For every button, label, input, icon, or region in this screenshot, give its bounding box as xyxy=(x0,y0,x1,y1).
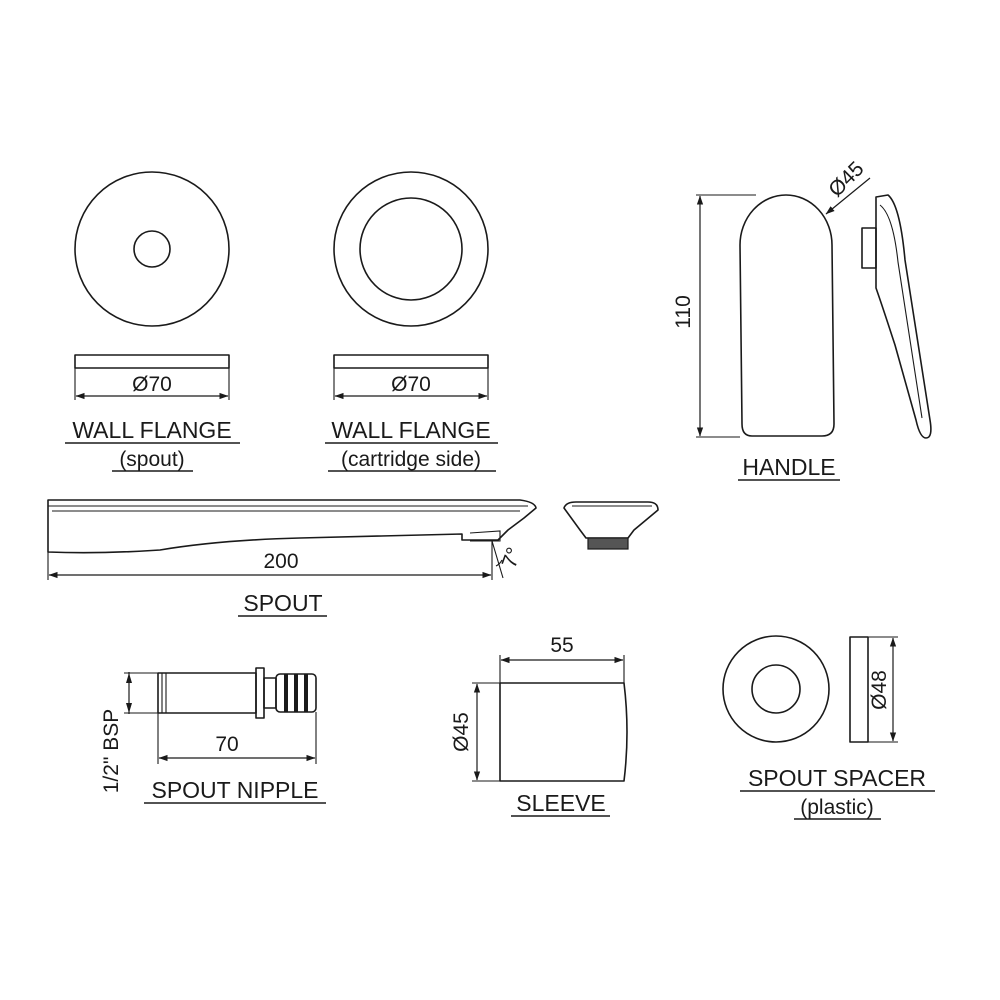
wall-flange-cartridge-title: WALL FLANGE xyxy=(331,417,490,443)
handle-height: 110 xyxy=(672,295,695,328)
spout-nipple-collar xyxy=(255,667,265,719)
spout-title: SPOUT xyxy=(243,590,322,616)
sleeve: 55 Ø45 SLEEVE xyxy=(450,634,628,817)
handle-stem xyxy=(861,227,877,269)
spout-nipple-title: SPOUT NIPPLE xyxy=(151,777,318,803)
spout-aerator xyxy=(563,501,659,539)
spout-nipple: 1/2" BSP 70 SPOUT NIPPLE xyxy=(100,667,326,804)
spout-spacer-diameter: Ø48 xyxy=(868,670,891,710)
spout-nipple-thread xyxy=(157,672,257,714)
handle-front-view xyxy=(739,194,835,437)
handle-diameter-leader xyxy=(825,177,871,215)
sleeve-body xyxy=(499,682,628,782)
spout-spacer-plan xyxy=(722,635,830,743)
wall-flange-cartridge-diameter: Ø70 xyxy=(391,373,431,396)
spout: 200 7° SPOUT xyxy=(47,499,659,617)
wall-flange-spout-title: WALL FLANGE xyxy=(72,417,231,443)
handle-side-view xyxy=(875,194,932,439)
wall-flange-spout-hole xyxy=(133,230,171,268)
wall-flange-spout-plan xyxy=(74,171,230,327)
spout-length: 200 xyxy=(263,550,298,573)
sleeve-length: 55 xyxy=(550,634,573,657)
spout-nipple-thread-size: 1/2" BSP xyxy=(100,709,123,794)
spout-spacer-subtitle: (plastic) xyxy=(800,796,874,819)
wall-flange-spout-side xyxy=(74,354,230,369)
sleeve-diameter: Ø45 xyxy=(450,712,473,752)
spout-angle: 7° xyxy=(498,544,526,571)
handle-title: HANDLE xyxy=(742,454,835,480)
wall-flange-spout-diameter: Ø70 xyxy=(132,373,172,396)
spout-spacer-title: SPOUT SPACER xyxy=(748,765,926,791)
spout-body xyxy=(47,499,537,554)
wall-flange-spout: Ø70 WALL FLANGE (spout) xyxy=(65,171,240,472)
spout-aerator-mesh xyxy=(587,537,629,550)
wall-flange-cartridge-side xyxy=(333,354,489,369)
handle-diameter: Ø45 xyxy=(824,157,868,201)
wall-flange-cartridge-plan xyxy=(333,171,489,327)
handle: 110 Ø45 HANDLE xyxy=(672,157,932,481)
wall-flange-spout-subtitle: (spout) xyxy=(119,448,184,471)
spout-spacer: Ø48 SPOUT SPACER (plastic) xyxy=(722,635,935,820)
wall-flange-cartridge-subtitle: (cartridge side) xyxy=(341,448,481,471)
spout-nipple-length: 70 xyxy=(215,733,238,756)
wall-flange-cartridge: Ø70 WALL FLANGE (cartridge side) xyxy=(325,171,498,472)
wall-flange-cartridge-inner xyxy=(359,197,463,301)
spout-spacer-side xyxy=(849,636,869,743)
sleeve-title: SLEEVE xyxy=(516,790,606,816)
spout-spacer-hole xyxy=(751,664,801,714)
